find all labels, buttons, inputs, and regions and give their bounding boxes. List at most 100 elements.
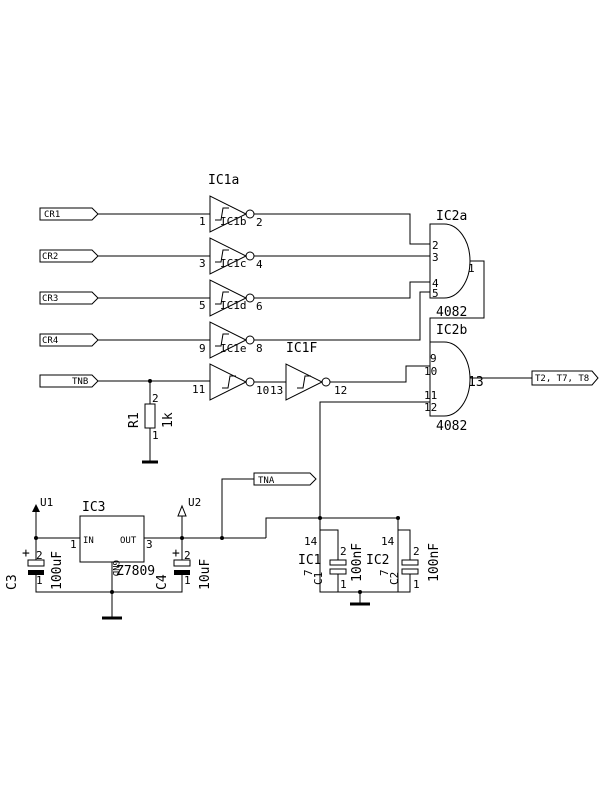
ic1e-label: IC1e xyxy=(220,342,247,355)
r1-pin-bottom: 1 xyxy=(152,429,159,442)
c2-pin-bottom: 1 xyxy=(413,578,420,591)
rail-u2: U2 xyxy=(177,496,201,538)
ic2-supply-name: IC2 xyxy=(366,553,389,568)
regulator-ic3: IC3 IN OUT GND Z7809 1 3 xyxy=(70,500,155,579)
connector-tnb-label: TNB xyxy=(72,377,88,387)
c3-pin-neg: 1 xyxy=(36,574,43,587)
ic1f-title: IC1F xyxy=(286,341,317,356)
resistor-r1: 2 1 R1 1k xyxy=(127,379,176,464)
ic2a-pin-3: 3 xyxy=(432,251,439,264)
ic2-supply-vdd: 14 xyxy=(381,535,395,548)
ic3-in-label: IN xyxy=(83,536,94,546)
connector-tna: TNA xyxy=(221,472,317,538)
ic2b-title: IC2b xyxy=(436,323,467,338)
c1-name: C1 xyxy=(312,572,325,585)
ic1c-pin-in: 3 xyxy=(199,257,206,270)
connector-cr2-label: CR2 xyxy=(42,252,58,262)
inverter-ic1d: 5 IC1d 6 xyxy=(199,279,263,317)
connector-output: T2, T7, T8 xyxy=(531,370,599,386)
and-gate-ic2a: 2 3 4 5 1 4082 xyxy=(429,223,475,320)
ground-decoupling xyxy=(350,590,370,606)
c4-pin-neg: 1 xyxy=(184,574,191,587)
ic1b-pin-out: 2 xyxy=(256,216,263,229)
c3-name: C3 xyxy=(5,574,20,590)
capacitor-c2: 2 1 C2 100nF xyxy=(388,529,442,593)
ic2b-pin-out: 13 xyxy=(468,375,484,390)
capacitor-c1: 2 1 C1 100nF xyxy=(312,529,365,592)
ic1-supply-vss: 7 xyxy=(302,569,315,576)
u1-label: U1 xyxy=(40,496,53,509)
inverter-ic1c: 3 IC1c 4 xyxy=(199,237,263,275)
inverter-ic1a: 11 10 xyxy=(192,363,286,401)
inverter-output-wires xyxy=(254,213,430,383)
ic1a-title: IC1a xyxy=(208,173,239,188)
ic3-pin-out: 3 xyxy=(146,538,153,551)
capacitor-c3: + 2 1 C3 100uF xyxy=(5,538,65,590)
and-gate-ic2b: 9 10 11 12 13 4082 xyxy=(424,341,484,434)
ic3-pin-in: 1 xyxy=(70,538,77,551)
power-wires xyxy=(34,516,400,620)
c2-pin-top: 2 xyxy=(413,545,420,558)
ic2a-pin-2: 2 xyxy=(432,239,439,252)
connector-cr3: CR3 xyxy=(39,291,99,305)
ic2a-title: IC2a xyxy=(436,209,467,224)
connector-cr1: CR1 xyxy=(39,207,99,221)
ic2b-pin-9: 9 xyxy=(430,352,437,365)
c2-value: 100nF xyxy=(427,543,442,582)
ic3-out-label: OUT xyxy=(120,536,137,546)
inverter-ic1f: 13 12 xyxy=(270,363,347,401)
r1-value: 1k xyxy=(161,412,176,428)
ic2b-pin-10: 10 xyxy=(424,365,437,378)
connector-tna-label: TNA xyxy=(258,476,275,486)
ic1b-label: IC1b xyxy=(220,215,247,228)
c1-value: 100nF xyxy=(350,543,365,582)
c3-pin-pos: 2 xyxy=(36,549,43,562)
connector-cr2: CR2 xyxy=(39,249,99,263)
ic3-gnd-label: GND xyxy=(110,560,120,576)
ic1-supply-vdd: 14 xyxy=(304,535,318,548)
c4-value: 10uF xyxy=(198,559,213,590)
ic2a-part: 4082 xyxy=(436,305,467,320)
rail-u1: U1 xyxy=(32,496,53,538)
ic1-supply-name: IC1 xyxy=(298,553,321,568)
ic2a-pin-5: 5 xyxy=(432,287,439,300)
c1-pin-top: 2 xyxy=(340,545,347,558)
ic1e-pin-out: 8 xyxy=(256,342,263,355)
c4-name: C4 xyxy=(155,574,170,590)
ic2-supply-vss: 7 xyxy=(378,569,391,576)
ic1a-pin-in: 11 xyxy=(192,383,205,396)
c3-plus: + xyxy=(22,546,30,561)
ic2b-part: 4082 xyxy=(436,419,467,434)
c4-plus: + xyxy=(172,546,180,561)
c2-name: C2 xyxy=(388,572,401,585)
supply-ic1: 14 IC1 7 xyxy=(298,518,398,593)
ic2a-pin-out: 1 xyxy=(468,262,475,275)
connector-output-label: T2, T7, T8 xyxy=(535,374,589,384)
ic1c-pin-out: 4 xyxy=(256,258,263,271)
ic2a-pin-4: 4 xyxy=(432,277,439,290)
inverter-ic1b: 1 IC1b 2 xyxy=(199,195,263,233)
connector-cr1-label: CR1 xyxy=(44,210,60,220)
connector-tnb: TNB xyxy=(39,374,99,388)
r1-pin-top: 2 xyxy=(152,392,159,405)
ic2b-pin11-12-wire xyxy=(319,398,431,518)
u2-label: U2 xyxy=(188,496,201,509)
ic1d-pin-in: 5 xyxy=(199,299,206,312)
ic2a-to-ic2b-wire xyxy=(429,260,485,356)
c1-pin-bottom: 1 xyxy=(340,578,347,591)
connector-cr4: CR4 xyxy=(39,333,99,347)
ic1e-pin-in: 9 xyxy=(199,342,206,355)
ic2b-pin-12: 12 xyxy=(424,401,437,414)
r1-name: R1 xyxy=(127,412,142,428)
ic1b-pin-in: 1 xyxy=(199,215,206,228)
inverter-ic1e: 9 IC1e 8 xyxy=(199,321,263,359)
connector-cr3-label: CR3 xyxy=(42,294,58,304)
c3-value: 100uF xyxy=(50,551,65,590)
ic3-part: Z7809 xyxy=(116,564,155,579)
ic1f-pin-out: 12 xyxy=(334,384,347,397)
ic3-name: IC3 xyxy=(82,500,105,515)
connector-cr4-label: CR4 xyxy=(42,336,58,346)
ic1f-pin-in: 13 xyxy=(270,384,283,397)
ic1d-pin-out: 6 xyxy=(256,300,263,313)
